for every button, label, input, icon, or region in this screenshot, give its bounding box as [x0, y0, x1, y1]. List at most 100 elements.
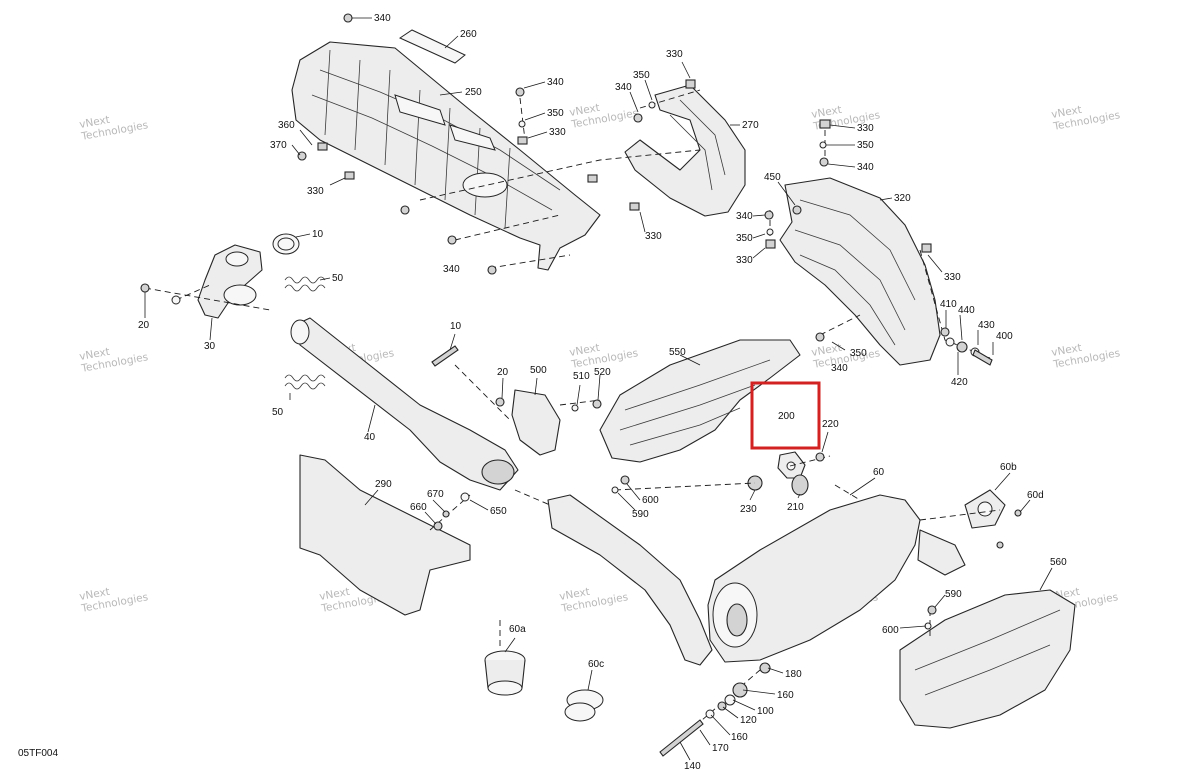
callout-180[interactable]: 180: [785, 669, 802, 680]
callout-320[interactable]: 320: [894, 193, 911, 204]
callout-330[interactable]: 330: [666, 49, 683, 60]
rear-heat-shield-270: [624, 84, 746, 217]
svg-text:vNext: vNext: [810, 342, 842, 359]
callout-210[interactable]: 210: [787, 502, 804, 513]
callout-430[interactable]: 430: [978, 320, 995, 331]
svg-text:vNext: vNext: [78, 346, 110, 363]
callout-10[interactable]: 10: [312, 229, 324, 240]
callout-330[interactable]: 330: [307, 186, 324, 197]
callout-250[interactable]: 250: [465, 87, 482, 98]
callout-440[interactable]: 440: [958, 305, 975, 316]
svg-text:vNext: vNext: [568, 102, 600, 119]
flange-60b: [964, 489, 1006, 529]
callout-330[interactable]: 330: [736, 255, 753, 266]
callout-340[interactable]: 340: [547, 77, 564, 88]
callout-340[interactable]: 340: [374, 13, 391, 24]
callout-20[interactable]: 20: [138, 320, 150, 331]
callout-40[interactable]: 40: [364, 432, 376, 443]
callout-500[interactable]: 500: [530, 365, 547, 376]
callout-30[interactable]: 30: [204, 341, 216, 352]
rod-10: [431, 345, 459, 367]
callout-590[interactable]: 590: [632, 509, 649, 520]
callout-350[interactable]: 350: [633, 70, 650, 81]
upper-heat-shield-250: [291, 41, 601, 271]
callout-350[interactable]: 350: [850, 348, 867, 359]
callout-340[interactable]: 340: [857, 162, 874, 173]
callout-340[interactable]: 340: [615, 82, 632, 93]
svg-text:vNext: vNext: [78, 114, 110, 131]
hardware: [140, 13, 1022, 757]
callout-350[interactable]: 350: [857, 140, 874, 151]
callout-560[interactable]: 560: [1050, 557, 1067, 568]
callout-330[interactable]: 330: [857, 123, 874, 134]
callout-510[interactable]: 510: [573, 371, 590, 382]
callout-220[interactable]: 220: [822, 419, 839, 430]
callout-160[interactable]: 160: [731, 732, 748, 743]
callout-330[interactable]: 330: [944, 272, 961, 283]
callout-290[interactable]: 290: [375, 479, 392, 490]
callout-60d[interactable]: 60d: [1027, 490, 1044, 501]
callout-360[interactable]: 360: [278, 120, 295, 131]
callout-10[interactable]: 10: [450, 321, 462, 332]
callout-600[interactable]: 600: [882, 625, 899, 636]
callout-260[interactable]: 260: [460, 29, 477, 40]
callout-60[interactable]: 60: [873, 467, 885, 478]
callout-50[interactable]: 50: [272, 407, 284, 418]
callout-330[interactable]: 330: [645, 231, 662, 242]
callout-670[interactable]: 670: [427, 489, 444, 500]
callout-labels: 340 260 250 360 370 330 340 350 330 340 …: [138, 13, 1067, 772]
callout-160[interactable]: 160: [777, 690, 794, 701]
callout-590[interactable]: 590: [945, 589, 962, 600]
callout-650[interactable]: 650: [490, 506, 507, 517]
callout-330[interactable]: 330: [549, 127, 566, 138]
callout-140[interactable]: 140: [684, 761, 701, 772]
callout-420[interactable]: 420: [951, 377, 968, 388]
callout-450[interactable]: 450: [764, 172, 781, 183]
callout-120[interactable]: 120: [740, 715, 757, 726]
callout-170[interactable]: 170: [712, 743, 729, 754]
callout-20[interactable]: 20: [497, 367, 509, 378]
callout-60a[interactable]: 60a: [509, 624, 526, 635]
callout-50[interactable]: 50: [332, 273, 344, 284]
callout-60b[interactable]: 60b: [1000, 462, 1017, 473]
callout-230[interactable]: 230: [740, 504, 757, 515]
muffler-cover-560: [899, 589, 1076, 729]
muffler-60: [707, 494, 966, 663]
callout-200[interactable]: 200: [778, 411, 795, 422]
spring-50-upper: [284, 276, 326, 292]
callout-370[interactable]: 370: [270, 140, 287, 151]
spring-50-lower: [284, 374, 326, 390]
callout-60c[interactable]: 60c: [588, 659, 604, 670]
svg-text:vNext: vNext: [568, 342, 600, 359]
callout-270[interactable]: 270: [742, 120, 759, 131]
callout-550[interactable]: 550: [669, 347, 686, 358]
callout-350[interactable]: 350: [736, 233, 753, 244]
svg-text:vNext: vNext: [558, 586, 590, 603]
side-heat-shield-320: [779, 177, 941, 366]
lower-heat-shield-290: [299, 454, 471, 616]
callout-400[interactable]: 400: [996, 331, 1013, 342]
callout-600[interactable]: 600: [642, 495, 659, 506]
callout-350[interactable]: 350: [547, 108, 564, 119]
callout-100[interactable]: 100: [757, 706, 774, 717]
muffler-heat-shield-550: [599, 339, 801, 463]
callout-340[interactable]: 340: [831, 363, 848, 374]
damper-210: [791, 474, 809, 496]
highlight-box-200: [750, 381, 821, 450]
callout-520[interactable]: 520: [594, 367, 611, 378]
callout-340[interactable]: 340: [736, 211, 753, 222]
callout-410[interactable]: 410: [940, 299, 957, 310]
callout-340[interactable]: 340: [443, 264, 460, 275]
svg-text:vNext: vNext: [318, 586, 350, 603]
callout-660[interactable]: 660: [410, 502, 427, 513]
leader-lines: [144, 17, 1053, 761]
